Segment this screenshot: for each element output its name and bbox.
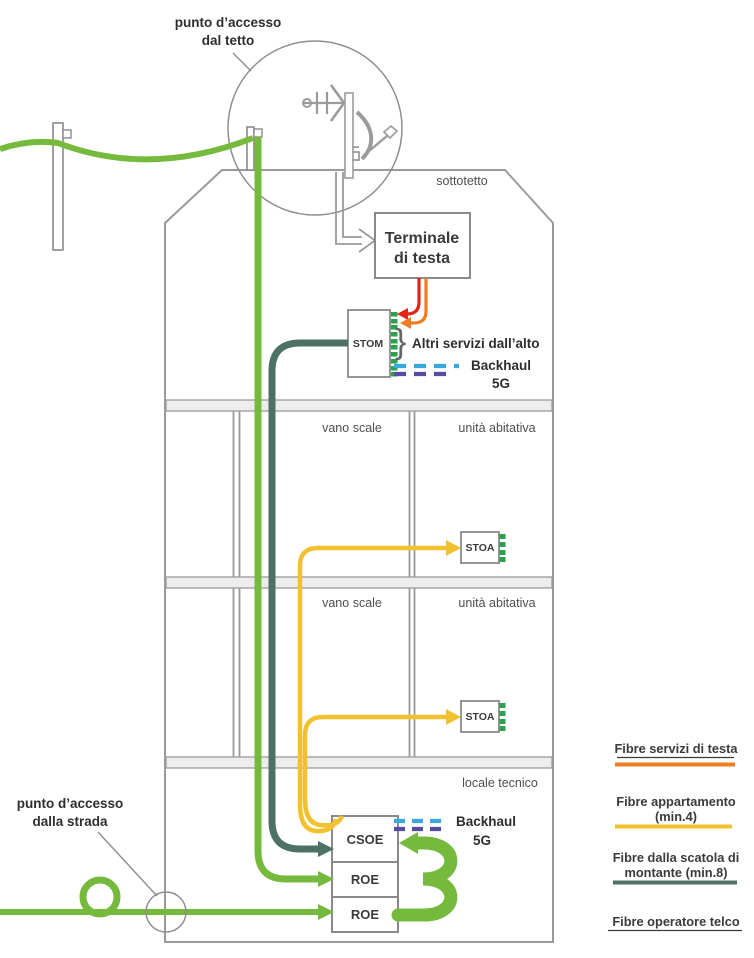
arrowhead [397,308,408,320]
legend: Fibre servizi di testa Fibre appartament… [608,741,742,932]
legend-item-apartment: Fibre appartamento (min.4) [615,794,736,829]
riser-cable-stom-to-csoe [268,339,348,853]
head-service-cable-orange [411,278,428,325]
other-services-label: Altri servizi dall’alto [412,336,540,351]
legend-label: Fibre dalla scatola di [613,850,740,865]
backhaul-label-stom: Backhaul [471,358,531,373]
arrowhead [400,317,411,329]
stoa-box-floor3: STOA [460,531,500,564]
stairwell-label-floor3: vano scale [322,421,382,435]
utility-pole [52,122,72,251]
stoa-label: STOA [466,542,495,554]
backhaul-5g-label-stom: 5G [492,376,510,391]
backhaul-5g-label-csoe: 5G [473,833,491,848]
roe-to-csoe-loop-cable [391,836,458,922]
telco-aerial-cable [0,135,255,163]
apartment-cable-floor2 [302,714,447,828]
legend-label: Fibre operatore telco [612,914,739,929]
dish-feed-horn [382,124,399,140]
arrowhead [446,540,461,556]
csoe-box: CSOE [331,815,399,863]
stoa-floor2-fiber-ports [499,703,506,731]
attic-label: sottotetto [436,174,487,188]
legend-item-riser: Fibre dalla scatola di montante (min.8) [613,850,740,885]
arrowhead [446,709,461,725]
head-terminal-box: Terminale di testa [374,212,471,279]
stairwell-label-floor2: vano scale [322,596,382,610]
street-access-label-line1: punto d’accesso [17,796,124,811]
backhaul-label-csoe: Backhaul [456,814,516,829]
legend-label: Fibre servizi di testa [614,741,738,756]
street-access-circle [145,891,187,933]
legend-item-head-services: Fibre servizi di testa [614,741,738,767]
roof-label-pointer [232,52,252,72]
roof-access-circle [227,40,403,216]
apartment-cable-floor3 [297,545,447,834]
tv-antenna-icon [302,84,346,122]
port-brace: } [395,323,406,361]
cable-clamp [62,129,72,139]
street-cable-slack-loop [79,876,121,918]
head-terminal-label-line1: Terminale [385,230,460,247]
stom-box: STOM [347,309,391,378]
floor-slab [165,756,553,769]
backhaul-dashes-csoe [394,818,448,832]
antenna-feed-arrow [335,172,377,253]
head-terminal-label-line2: di testa [394,250,450,267]
technical-room-label: locale tecnico [462,776,538,790]
arrowhead [318,841,334,857]
building-outline [164,169,554,943]
stoa-box-floor2: STOA [460,700,500,733]
stom-label: STOM [353,338,383,350]
arrowhead [318,871,334,887]
roof-access-label-line2: dal tetto [202,33,255,48]
roe-label: ROE [351,872,380,887]
stoa-label: STOA [466,711,495,723]
legend-label: Fibre appartamento [616,794,736,809]
floor-slabs [165,399,553,769]
antenna-mast [344,92,354,179]
housing-unit-label-floor3: unità abitativa [458,421,535,435]
roe-box-1: ROE [331,861,399,898]
arrowhead [318,904,334,920]
street-access-label-line2: dalla strada [32,814,108,829]
cable-clamp [253,128,263,138]
satellite-dish-icon [352,110,399,161]
legend-label: (min.4) [655,809,697,824]
csoe-label: CSOE [347,832,384,847]
floor-slab [165,399,553,412]
roe-box-2: ROE [331,896,399,933]
housing-unit-label-floor2: unità abitativa [458,596,535,610]
arrowhead [399,832,418,854]
roe-label: ROE [351,907,380,922]
telco-roof-drop-cable [254,137,318,883]
legend-item-telco: Fibre operatore telco [608,914,742,932]
stoa-floor3-fiber-ports [499,534,506,562]
street-label-pointer [97,831,158,897]
roof-access-label-line1: punto d’accesso [175,15,282,30]
floor-slab [165,576,553,589]
legend-label: montante (min.8) [624,865,727,880]
backhaul-dashes-stom [394,363,459,377]
